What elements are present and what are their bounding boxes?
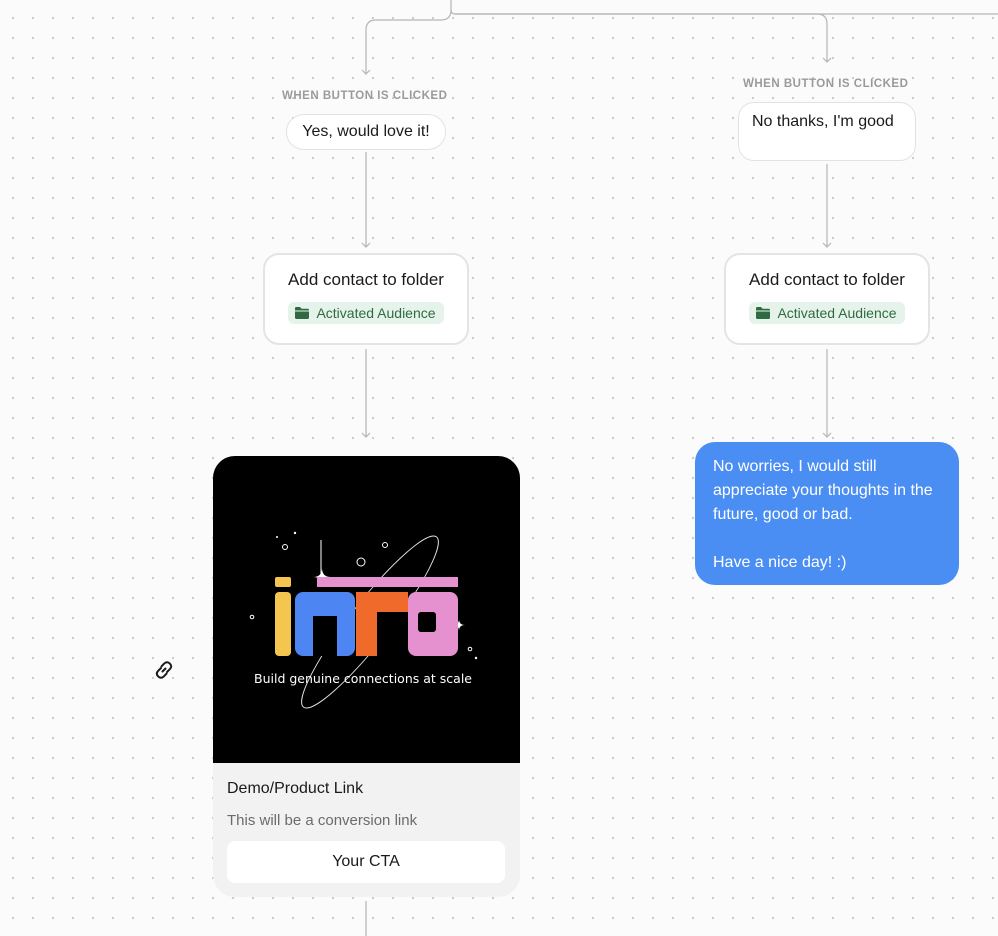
message-bubble[interactable]: No worries, I would still appreciate you… bbox=[695, 442, 959, 585]
folder-badge: Activated Audience bbox=[749, 302, 905, 324]
link-description: This will be a conversion link bbox=[227, 812, 418, 829]
button-trigger-no-label: No thanks, I'm good bbox=[752, 113, 894, 130]
action-card-add-to-folder-right[interactable]: Add contact to folder Activated Audience bbox=[724, 253, 930, 345]
cta-label: Your CTA bbox=[332, 853, 400, 870]
folder-icon bbox=[295, 307, 310, 319]
link-preview-image: Build genuine connections at scale bbox=[213, 456, 520, 763]
folder-name: Activated Audience bbox=[316, 305, 436, 321]
logo-tagline: Build genuine connections at scale bbox=[254, 671, 472, 686]
action-card-add-to-folder-left[interactable]: Add contact to folder Activated Audience bbox=[263, 253, 469, 345]
inro-logo: Build genuine connections at scale bbox=[249, 531, 478, 709]
link-icon[interactable] bbox=[150, 656, 178, 684]
cta-button[interactable]: Your CTA bbox=[227, 841, 505, 883]
button-trigger-yes-label: Yes, would love it! bbox=[302, 123, 430, 140]
link-title: Demo/Product Link bbox=[227, 780, 364, 797]
action-title: Add contact to folder bbox=[288, 270, 444, 289]
button-trigger-yes[interactable]: Yes, would love it! bbox=[286, 114, 446, 150]
trigger-label-left: WHEN BUTTON IS CLICKED bbox=[282, 90, 448, 102]
link-preview-card[interactable]: Build genuine connections at scale Demo/… bbox=[213, 456, 520, 897]
folder-icon bbox=[756, 307, 771, 319]
folder-name: Activated Audience bbox=[777, 305, 897, 321]
trigger-label-right: WHEN BUTTON IS CLICKED bbox=[743, 78, 909, 90]
folder-badge: Activated Audience bbox=[288, 302, 444, 324]
message-paragraph: No worries, I would still appreciate you… bbox=[713, 458, 933, 523]
message-paragraph: Have a nice day! :) bbox=[713, 554, 847, 571]
button-trigger-no[interactable]: No thanks, I'm good bbox=[738, 102, 916, 161]
action-title: Add contact to folder bbox=[749, 270, 905, 289]
